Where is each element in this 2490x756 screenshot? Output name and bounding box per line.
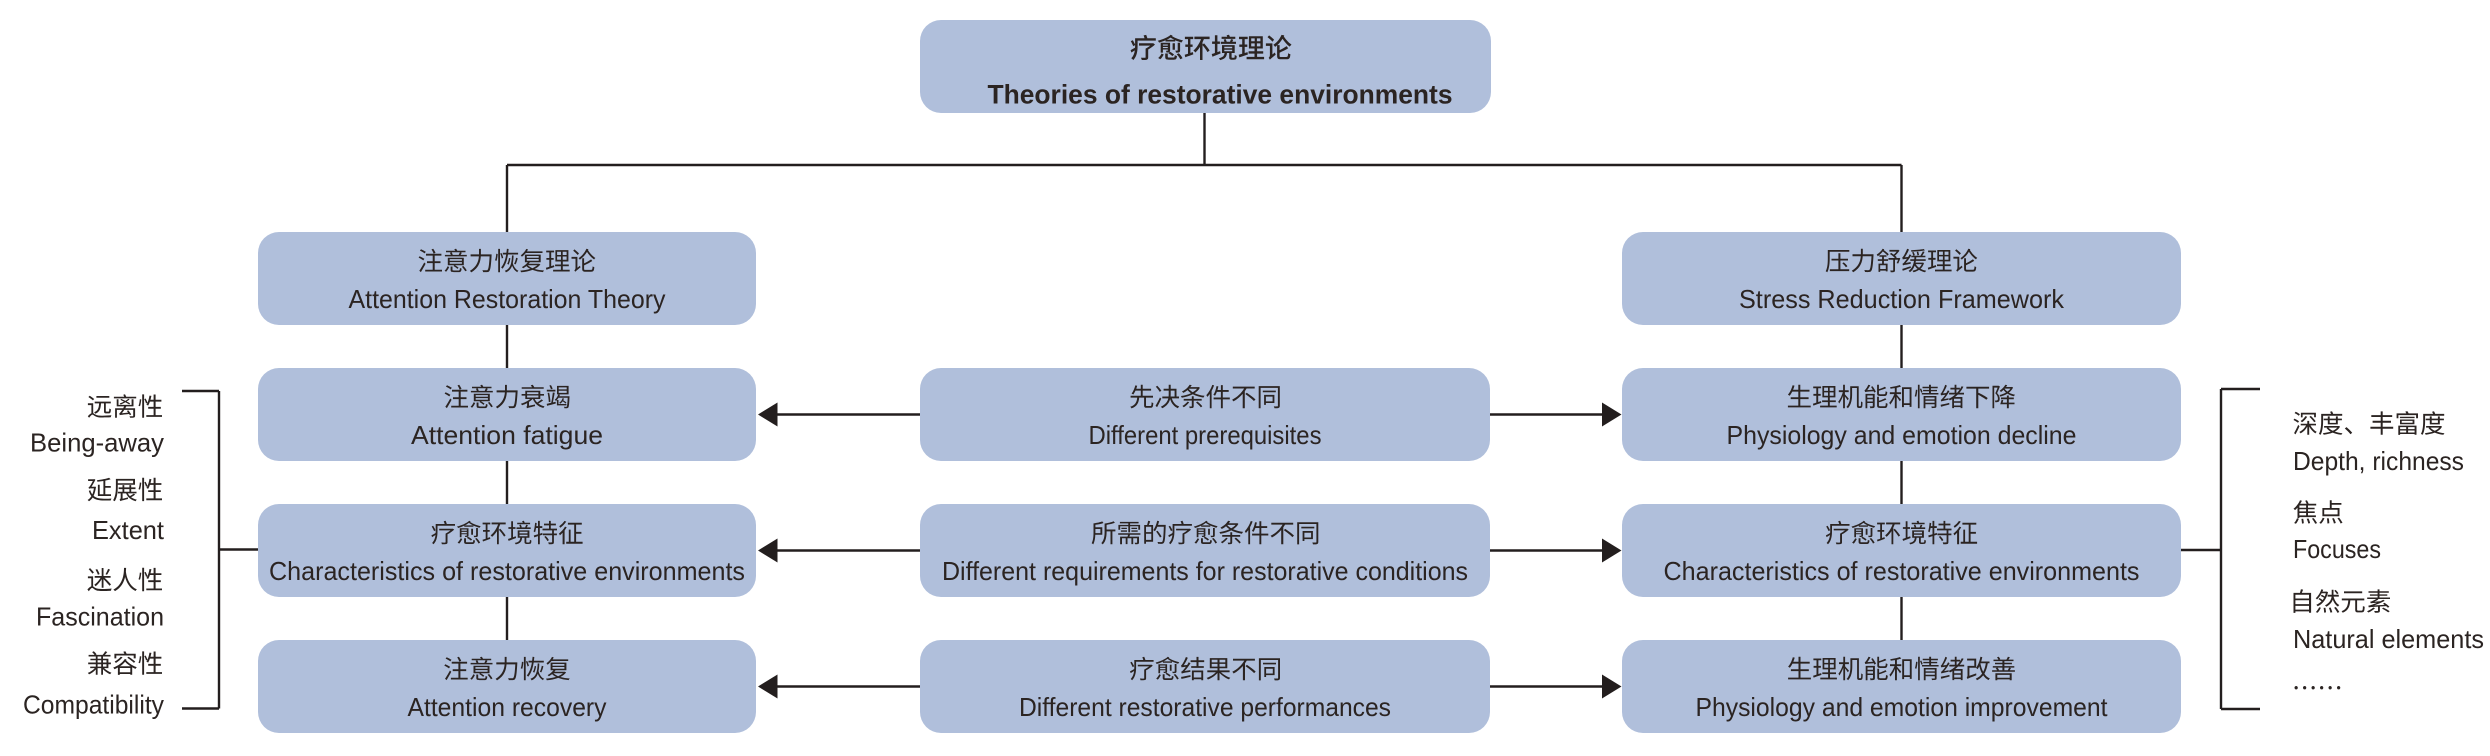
svg-text:Attention Restoration Theory: Attention Restoration Theory <box>349 284 666 314</box>
svg-text:Characteristics of restorative: Characteristics of restorative environme… <box>1664 556 2140 586</box>
svg-text:Attention recovery: Attention recovery <box>408 692 607 722</box>
svg-text:Extent: Extent <box>92 515 165 545</box>
svg-text:Natural elements: Natural elements <box>2293 624 2484 654</box>
svg-text:Physiology and emotion decline: Physiology and emotion decline <box>1727 420 2077 450</box>
svg-text:Different requirements for res: Different requirements for restorative c… <box>942 556 1468 586</box>
svg-text:Theories of restorative enviro: Theories of restorative environments <box>988 80 1453 110</box>
svg-text:Compatibility: Compatibility <box>23 690 164 720</box>
svg-text:Stress Reduction Framework: Stress Reduction Framework <box>1739 284 2065 314</box>
svg-text:Focuses: Focuses <box>2293 534 2381 564</box>
svg-text:Fascination: Fascination <box>36 602 164 632</box>
svg-text:Attention fatigue: Attention fatigue <box>411 420 603 450</box>
svg-text:Depth, richness: Depth, richness <box>2293 446 2464 476</box>
svg-text:Characteristics of restorative: Characteristics of restorative environme… <box>269 556 745 586</box>
svg-text:Different restorative performa: Different restorative performances <box>1019 692 1391 722</box>
svg-text:Physiology and emotion improve: Physiology and emotion improvement <box>1696 692 2109 722</box>
svg-text:Different prerequisites: Different prerequisites <box>1089 420 1322 450</box>
svg-text:Being-away: Being-away <box>30 428 164 458</box>
